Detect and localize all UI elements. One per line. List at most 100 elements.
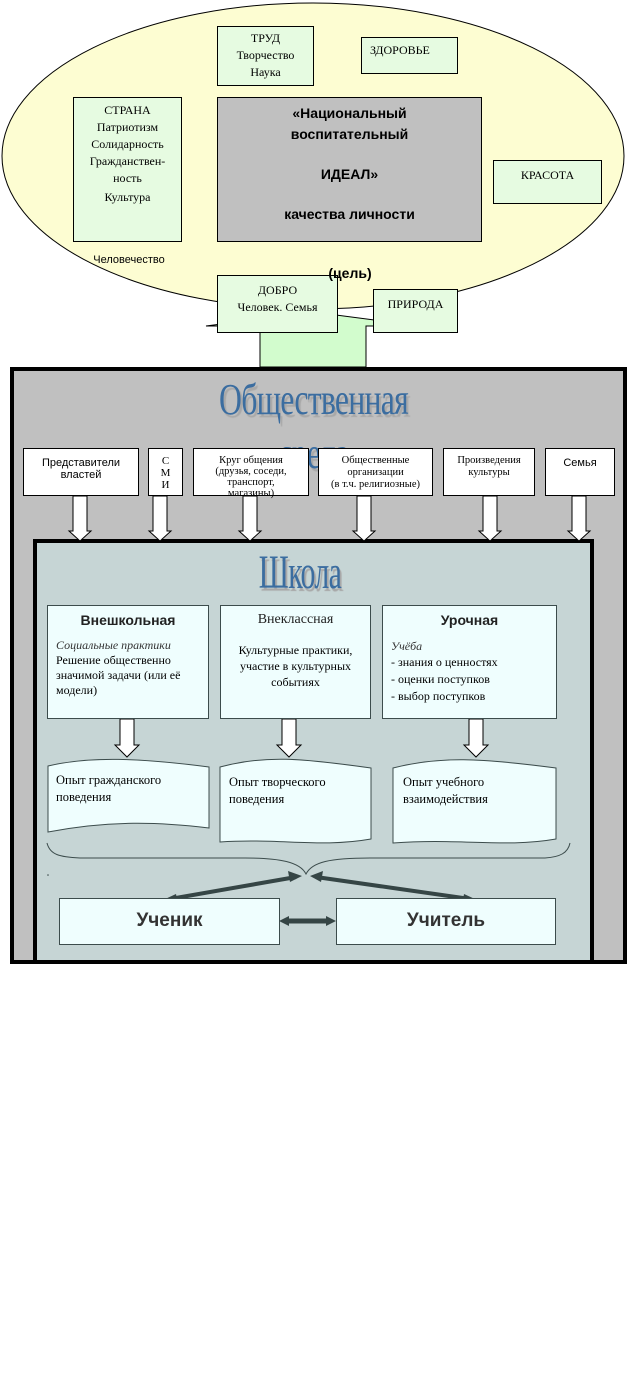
- source-org: Общественные организации (в т.ч. религио…: [318, 448, 433, 496]
- ideal-goal-label: (цель): [328, 265, 372, 281]
- activity-heading: Внеклассная: [257, 612, 334, 627]
- activity-heading: Урочная: [440, 612, 499, 628]
- value-line: ДОБРО: [257, 283, 298, 297]
- activity-arrow: [462, 718, 490, 758]
- activity-line: Решение общественно: [56, 653, 171, 667]
- source-line: транспорт,: [227, 477, 275, 488]
- activity-line: событиях: [271, 675, 320, 689]
- activity-line: Культурные практики,: [238, 643, 353, 657]
- value-line: Творчество: [236, 48, 295, 62]
- source-line: Представители: [41, 457, 121, 469]
- source-line: властей: [60, 469, 102, 481]
- source-line: С: [161, 455, 170, 467]
- experience-ucheb: Опыт учебного взаимодействия: [403, 774, 553, 808]
- source-arrows: [67, 495, 592, 542]
- activity-vneklassnaya: Внеклассная Культурные практики, участие…: [220, 605, 371, 719]
- experience-line: взаимодействия: [403, 792, 488, 806]
- arrow-to-teacher: [315, 875, 471, 901]
- experience-line: поведения: [229, 792, 285, 806]
- value-line: ПРИРОДА: [387, 297, 444, 311]
- school-title: Школа: [258, 546, 342, 599]
- value-line: ТРУД: [250, 31, 281, 45]
- arrow-to-student: [169, 875, 297, 901]
- experience-line: поведения: [56, 790, 112, 804]
- ideal-line: ИДЕАЛ»: [320, 166, 379, 182]
- value-line: СТРАНА: [104, 103, 151, 117]
- experience-shape-tvorch: [219, 758, 372, 844]
- experience-line: Опыт учебного: [403, 775, 485, 789]
- activity-vneshkolnaya: Внешкольная Социальные практики Решение …: [47, 605, 209, 719]
- source-line: И: [161, 479, 170, 491]
- activity-urochnaya: Урочная Учёба - знания о ценностях - оце…: [382, 605, 557, 719]
- activity-line: значимой задачи (или её: [56, 668, 181, 682]
- activity-subtitle: Социальные практики: [56, 638, 171, 652]
- value-line: Человек. Семья: [237, 300, 318, 314]
- ideal-line: «Национальный: [292, 105, 407, 121]
- ideal-box: «Национальный воспитательный ИДЕАЛ» каче…: [217, 97, 482, 242]
- activity-line: - выбор поступков: [391, 689, 486, 703]
- activity-line: участие в культурных: [239, 659, 352, 673]
- activity-arrow: [113, 718, 141, 758]
- source-line: (в т.ч. религиозные): [331, 479, 420, 490]
- source-arrow: [67, 495, 93, 542]
- value-box-krasota: КРАСОТА: [493, 160, 602, 204]
- source-line: (друзья, соседи,: [215, 466, 287, 477]
- source-line: М: [160, 467, 171, 479]
- curly-brace: [46, 842, 571, 876]
- value-line: КРАСОТА: [520, 168, 575, 182]
- value-box-priroda: ПРИРОДА: [373, 289, 458, 333]
- value-box-zdorovie: ЗДОРОВЬЕ: [361, 37, 458, 74]
- source-arrow: [566, 495, 592, 542]
- value-line: Патриотизм: [96, 120, 159, 134]
- value-box-dobro: ДОБРО Человек. Семья: [217, 275, 338, 333]
- source-line: Общественные: [341, 455, 410, 466]
- value-box-trud: ТРУД Творчество Наука: [217, 26, 314, 86]
- experience-layer: [46, 758, 571, 926]
- arrow-head: [326, 916, 336, 926]
- experience-line: Опыт творческого: [229, 775, 326, 789]
- source-line: культуры: [468, 467, 510, 478]
- experience-shape-grazhd: [47, 758, 210, 833]
- activity-heading: Внешкольная: [80, 612, 176, 628]
- source-line: Семья: [563, 457, 597, 469]
- arrows-layer: [67, 495, 592, 758]
- arrow-head: [288, 871, 302, 882]
- value-line: ЗДОРОВЬЕ: [370, 43, 430, 57]
- arrow-head: [279, 916, 289, 926]
- source-arrow: [477, 495, 503, 542]
- source-arrow: [351, 495, 377, 542]
- role-student: Ученик: [59, 898, 280, 945]
- experience-line: Опыт гражданского: [56, 773, 162, 787]
- value-box-strana: СТРАНА Патриотизм Солидарность Гражданст…: [73, 97, 182, 242]
- source-kultura: Произведения культуры: [443, 448, 535, 496]
- activity-line: - оценки поступков: [391, 672, 490, 686]
- value-line: ность: [113, 171, 142, 185]
- experience-shape-ucheb: [392, 759, 557, 844]
- value-line: Гражданствен-: [89, 154, 166, 168]
- value-line: Солидарность: [91, 137, 164, 151]
- activity-line: - знания о ценностях: [391, 655, 498, 669]
- source-arrow: [147, 495, 173, 542]
- source-line: организации: [347, 467, 404, 478]
- activity-arrow: [275, 718, 303, 758]
- stray-dot: [47, 874, 49, 876]
- activity-subtitle: Учёба: [391, 639, 423, 653]
- value-line: Культура: [104, 190, 151, 204]
- source-arrow: [237, 495, 263, 542]
- source-vlast: Представители властей: [23, 448, 139, 496]
- experience-grazhd: Опыт гражданского поведения: [56, 772, 206, 806]
- activity-arrows: [113, 718, 490, 758]
- ideal-line: воспитательный: [290, 126, 409, 142]
- source-line: Произведения: [457, 455, 521, 466]
- activity-line: модели): [56, 683, 98, 697]
- value-line: Наука: [250, 65, 281, 79]
- experience-tvorch: Опыт творческого поведения: [229, 774, 369, 808]
- role-teacher: Учитель: [336, 898, 556, 945]
- value-overflow-chelovechestvo: Человечество: [93, 254, 165, 266]
- ideal-line: качества личности: [284, 206, 415, 222]
- source-line: магазины): [227, 488, 275, 499]
- arrow-head: [310, 871, 323, 882]
- source-krug: Круг общения (друзья, соседи, транспорт,…: [193, 448, 309, 499]
- source-line: Круг общения: [219, 455, 283, 466]
